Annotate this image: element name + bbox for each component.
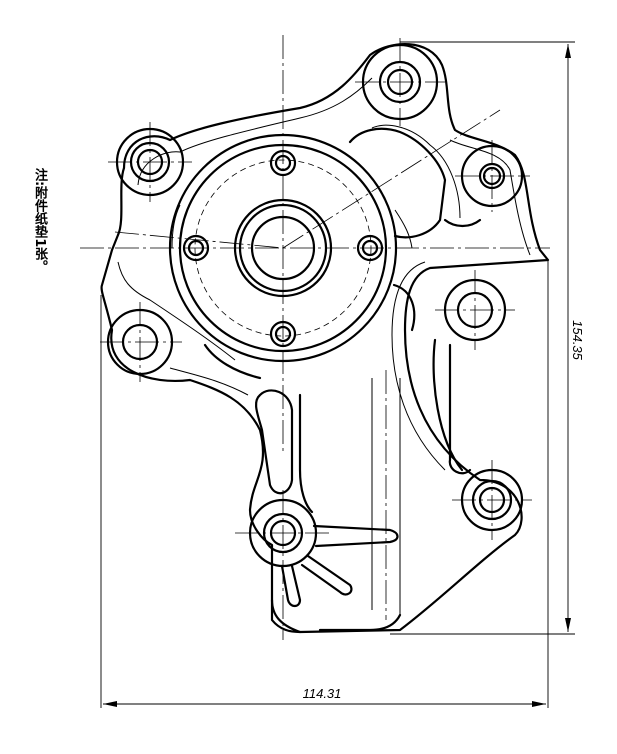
bolt-boss-right-lower: [452, 460, 532, 540]
pump-flange: [80, 35, 550, 452]
extension-lines: [100, 41, 575, 708]
bolt-boss-top: [355, 38, 445, 126]
body-outline: [100, 43, 550, 634]
bolt-boss-bottom: [235, 490, 399, 640]
height-dimension-label: 154.35: [570, 320, 585, 361]
pocket-details: [171, 204, 416, 380]
outlet-pipe: [348, 124, 482, 239]
bolt-boss-upper-right: [455, 140, 530, 212]
bolt-boss-upper-left: [108, 122, 192, 202]
bolt-boss-left: [100, 302, 182, 382]
height-dimension: 154.35: [565, 44, 585, 632]
bolt-boss-right-middle: [435, 270, 515, 350]
drawing-note: 注:附件纸垫1张。: [32, 168, 47, 274]
width-dimension-label: 114.31: [303, 686, 342, 701]
lower-channel: [169, 338, 472, 634]
width-dimension: 114.31: [103, 686, 546, 707]
